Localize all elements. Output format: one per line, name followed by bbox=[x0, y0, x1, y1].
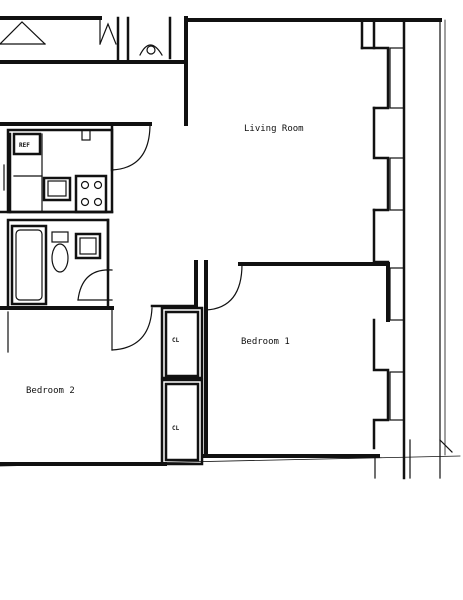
sink bbox=[42, 176, 72, 202]
kitchen: REF bbox=[0, 128, 114, 214]
entry-area bbox=[0, 16, 188, 64]
bath-sink bbox=[74, 232, 102, 260]
window-bays bbox=[360, 18, 405, 450]
outer-walls bbox=[0, 18, 461, 480]
closet-b-label: CL bbox=[172, 425, 180, 432]
toilet bbox=[51, 243, 69, 273]
fridge bbox=[12, 132, 42, 156]
bedroom-1-label: Bedroom 1 bbox=[241, 337, 290, 347]
bathtub bbox=[10, 224, 48, 306]
bathroom bbox=[6, 218, 113, 310]
stove bbox=[74, 174, 108, 214]
closets: CL CL bbox=[160, 306, 208, 466]
toilet-tank bbox=[51, 231, 69, 243]
hallway bbox=[0, 304, 198, 353]
fridge-label: REF bbox=[19, 142, 30, 149]
bedroom-2-label: Bedroom 2 bbox=[26, 386, 75, 396]
bedroom-1-walls bbox=[194, 260, 390, 322]
closet-a-label: CL bbox=[172, 337, 180, 344]
living-room-label: Living Room bbox=[244, 124, 304, 134]
